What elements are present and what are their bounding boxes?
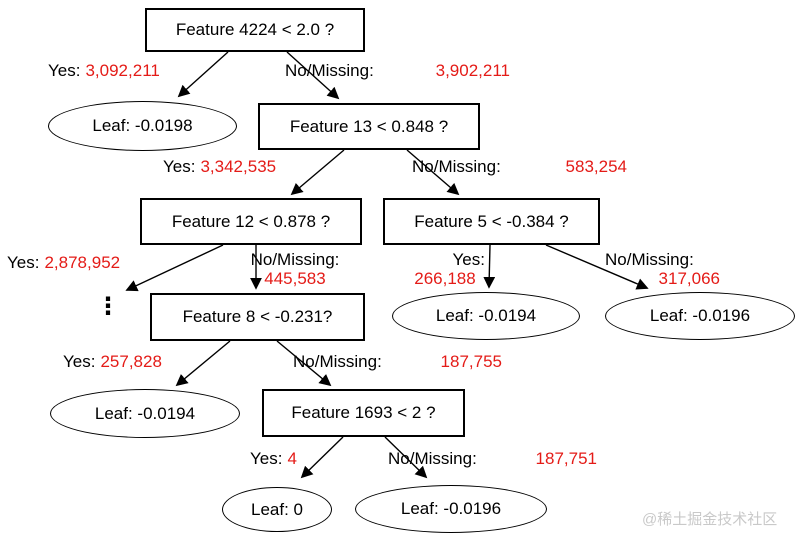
edge-label-root-yes-prefix: Yes: [48,61,81,80]
edge-label-f1693-no-count: 187,751 [535,449,597,468]
edge-label-f8-no-prefix: No/Missing: [293,352,382,371]
edge-f13-no-arrow [406,149,460,196]
edge-label-f5-no-count: 317,066 [658,269,720,288]
edge-label-root-yes-count: 3,092,211 [85,61,160,80]
edge-label-f12-no: No/Missing: 445,583 [240,250,350,288]
leaf-root-yes-label: Leaf: -0.0198 [92,116,193,135]
edge-label-root-yes: Yes:3,092,211 [48,61,160,80]
node-root: Feature 4224 < 2.0 ? [145,8,365,52]
node-feature-5: Feature 5 < -0.384 ? [383,198,600,245]
edge-label-f5-yes-prefix: Yes: [452,250,485,269]
edge-label-f1693-yes: Yes:4 [250,449,297,468]
node-feature-13-label: Feature 13 < 0.848 ? [289,116,449,136]
edge-label-f13-yes-count: 3,342,535 [200,157,277,176]
edge-f1693-yes-arrow [300,436,344,479]
edge-label-f13-yes-prefix: Yes: [163,157,196,176]
node-feature-8-label: Feature 8 < -0.231? [182,307,333,326]
leaf-f5-no-label: Leaf: -0.0196 [649,306,751,325]
edge-label-f13-yes: Yes:3,342,535 [163,157,276,176]
edge-label-f8-yes-prefix: Yes: [63,352,96,371]
leaf-f5-yes: Leaf: -0.0194 [392,292,580,340]
edge-label-f12-yes-prefix: Yes: [7,253,40,272]
edge-label-f8-yes: Yes:257,828 [63,352,162,371]
node-feature-12: Feature 12 < 0.878 ? [140,198,362,245]
edge-label-f5-no: No/Missing: 317,066 [605,250,720,288]
leaf-f1693-yes: Leaf: 0 [222,487,332,532]
edge-label-f12-no-count: 445,583 [264,269,326,288]
edge-label-f13-no: No/Missing: 583,254 [412,157,627,176]
node-feature-13: Feature 13 < 0.848 ? [258,103,480,150]
edge-label-f8-yes-count: 257,828 [100,352,162,371]
edge-label-f5-yes: Yes: 266,188 [405,250,485,288]
edge-label-root-no: No/Missing: 3,902,211 [285,61,510,80]
edge-f5-no-arrow [545,244,649,290]
edge-label-f13-no-count: 583,254 [565,157,627,176]
edge-label-f12-yes: Yes:2,878,952 [7,253,120,272]
edge-root-no-arrow [286,51,340,100]
edge-root-yes-arrow [177,51,229,98]
leaf-f5-yes-label: Leaf: -0.0194 [435,306,537,325]
edge-f12-yes-arrow [125,244,224,292]
edge-label-f5-yes-count: 266,188 [414,269,476,288]
edge-label-root-no-count: 3,902,211 [435,61,510,80]
node-feature-1693: Feature 1693 < 2 ? [262,389,465,437]
edge-label-f1693-yes-count: 4 [287,449,297,468]
node-root-label: Feature 4224 < 2.0 ? [175,20,335,39]
leaf-f1693-yes-label: Leaf: 0 [251,499,303,519]
edge-f8-yes-arrow [175,340,231,387]
leaf-f8-yes-label: Leaf: -0.0194 [94,403,196,423]
node-feature-8: Feature 8 < -0.231? [150,293,365,341]
edge-label-f8-no-count: 187,755 [440,352,502,371]
edge-label-f1693-yes-prefix: Yes: [250,449,283,468]
edge-label-f8-no: No/Missing: 187,755 [293,352,502,371]
edge-f13-yes-arrow [290,149,345,196]
node-feature-5-label: Feature 5 < -0.384 ? [414,211,569,231]
leaf-f5-no: Leaf: -0.0196 [605,292,795,340]
edge-label-f12-no-prefix: No/Missing: [250,250,340,269]
edge-f1693-no-arrow [384,436,428,479]
leaf-f1693-no-label: Leaf: -0.0196 [400,499,502,518]
edge-f8-no-arrow [276,340,332,387]
leaf-f1693-no: Leaf: -0.0196 [355,485,547,533]
watermark-text: @稀土掘金技术社区 [642,511,778,528]
edge-label-f5-no-prefix: No/Missing: [605,250,694,269]
edge-f5-yes-arrow [483,244,496,289]
edge-label-root-no-prefix: No/Missing: [285,61,374,80]
edge-label-f1693-no-prefix: No/Missing: [388,449,477,468]
truncated-subtree-ellipsis: ⋮ [96,293,120,320]
node-feature-12-label: Feature 12 < 0.878 ? [171,211,331,231]
edge-label-f1693-no: No/Missing: 187,751 [388,449,597,468]
edge-label-f13-no-prefix: No/Missing: [412,157,501,176]
leaf-root-yes: Leaf: -0.0198 [48,101,237,151]
leaf-f8-yes: Leaf: -0.0194 [50,389,240,438]
node-feature-1693-label: Feature 1693 < 2 ? [291,403,436,422]
edge-label-f12-yes-count: 2,878,952 [44,253,121,272]
